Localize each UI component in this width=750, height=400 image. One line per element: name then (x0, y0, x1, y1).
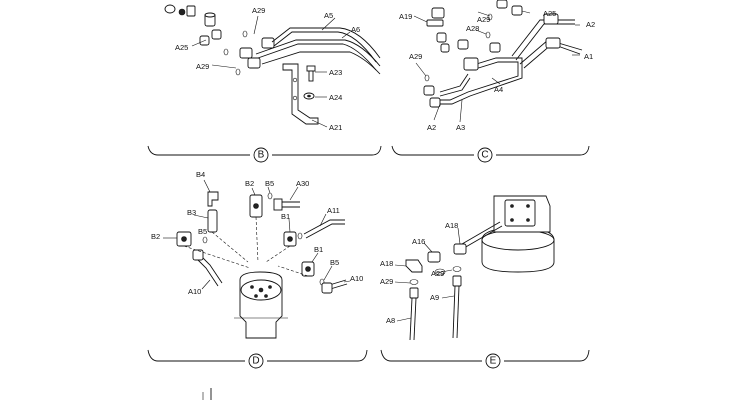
label-b-a24: A24 (329, 93, 342, 102)
label-c-a29-2: A29 (409, 52, 422, 61)
section-d-drawing (163, 179, 351, 339)
label-c-a2-2: A2 (427, 123, 436, 132)
label-b-a5: A5 (324, 11, 333, 20)
label-c-a3: A3 (456, 123, 465, 132)
label-d-b5: B5 (265, 179, 274, 188)
label-d-b4: B4 (196, 170, 205, 179)
section-e-caption: E (380, 349, 590, 369)
section-b-letter: B (258, 150, 265, 161)
section-c-letter: C (481, 150, 488, 161)
label-e-a9: A9 (430, 293, 439, 302)
section-b-labels: A29 A5 A6 A25 A29 A23 A24 A21 (175, 6, 360, 132)
section-c-drawing (413, 0, 583, 123)
label-e-a18: A18 (445, 221, 458, 230)
label-b-a23: A23 (329, 68, 342, 77)
section-e-labels: A18 A16 A18 A29 A29 A9 A8 (380, 221, 458, 325)
label-d-b5-2: B5 (198, 227, 207, 236)
section-b-drawing (164, 4, 381, 128)
label-e-a8: A8 (386, 316, 395, 325)
label-e-a16: A16 (412, 237, 425, 246)
label-e-a29-2: A29 (380, 277, 393, 286)
label-d-a30: A30 (296, 179, 309, 188)
label-b-a6: A6 (351, 25, 360, 34)
label-b-a29: A29 (252, 6, 265, 15)
partial-drawing-bottom (202, 388, 212, 400)
label-d-a10-2: A10 (188, 287, 201, 296)
label-d-b2-2: B2 (151, 232, 160, 241)
section-e-drawing (394, 195, 555, 341)
section-d-letter: D (252, 356, 259, 367)
label-c-a19: A19 (399, 12, 412, 21)
label-b-a25: A25 (175, 43, 188, 52)
label-b-a21: A21 (329, 123, 342, 132)
section-d-labels: B4 B2 B5 A30 B3 B1 A11 B2 B5 B1 B5 A10 A… (151, 170, 363, 296)
section-d-caption: D (147, 349, 368, 369)
label-c-a1: A1 (584, 52, 593, 61)
label-c-a2: A2 (586, 20, 595, 29)
label-d-b1-2: B1 (314, 245, 323, 254)
label-d-a11: A11 (327, 206, 340, 215)
label-c-a25: A25 (543, 9, 556, 18)
label-c-a29: A29 (477, 15, 490, 24)
section-c-caption: C (391, 145, 590, 163)
section-c-labels: A19 A29 A25 A2 A28 A1 A29 A4 A2 A3 (399, 9, 595, 132)
label-c-a28: A28 (466, 24, 479, 33)
label-e-a29: A29 (431, 269, 444, 278)
label-d-b3: B3 (187, 208, 196, 217)
section-b-caption: B (147, 145, 382, 163)
label-d-b5-3: B5 (330, 258, 339, 267)
label-d-b2: B2 (245, 179, 254, 188)
label-b-a29-2: A29 (196, 62, 209, 71)
section-e-letter: E (490, 356, 497, 367)
label-d-b1: B1 (281, 212, 290, 221)
label-c-a4: A4 (494, 85, 503, 94)
label-e-a18-2: A18 (380, 259, 393, 268)
label-d-a10: A10 (350, 274, 363, 283)
